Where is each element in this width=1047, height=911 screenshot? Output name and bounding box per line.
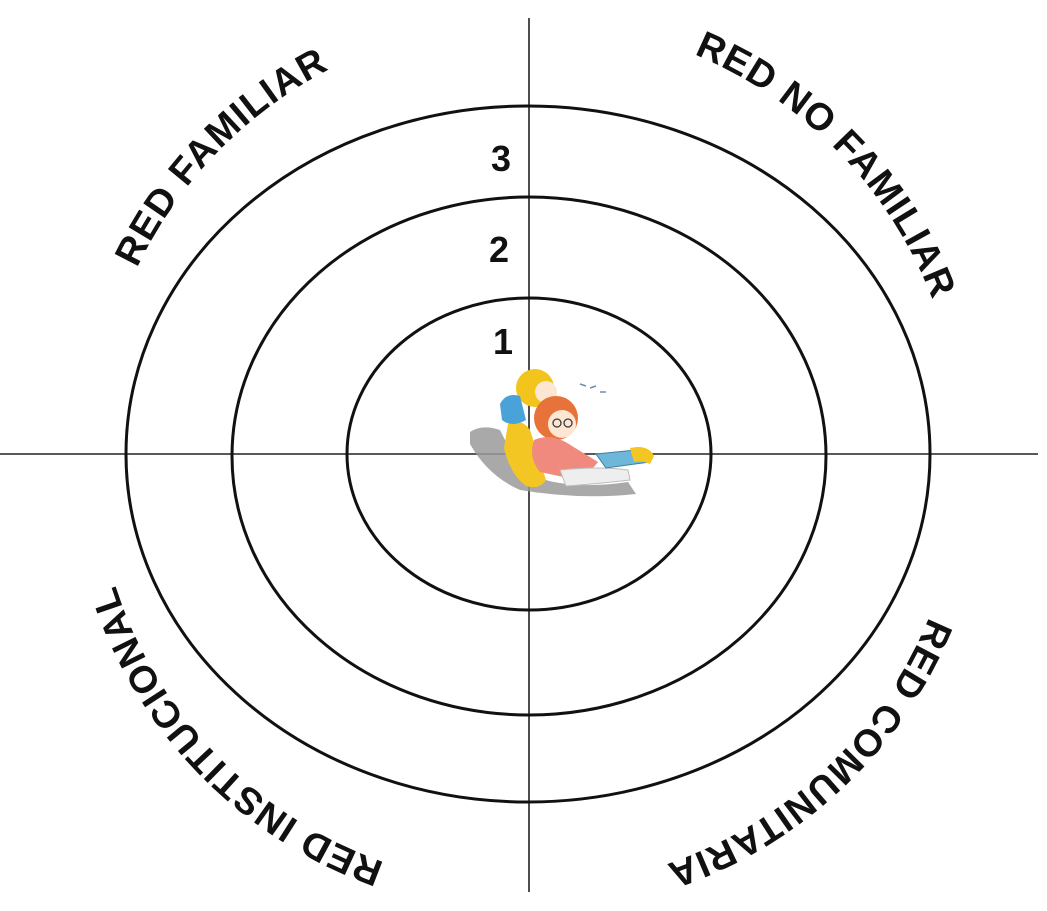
label-bottom-left: RED INSTITUCIONAL <box>84 581 388 893</box>
label-bottom-right-text: RED COMUNITARIA <box>662 613 959 895</box>
person-reading-with-child-icon <box>470 369 654 496</box>
label-top-right: RED NO FAMILIAR <box>690 24 963 304</box>
label-top-left-text: RED FAMILIAR <box>107 40 334 272</box>
label-bottom-right: RED COMUNITARIA <box>662 613 959 895</box>
label-top-right-text: RED NO FAMILIAR <box>690 24 963 304</box>
ring-number-middle: 2 <box>489 229 509 270</box>
label-top-left: RED FAMILIAR <box>107 40 334 272</box>
motion-marks <box>580 384 606 392</box>
label-bottom-left-text: RED INSTITUCIONAL <box>84 581 388 893</box>
ring-number-outer: 3 <box>491 138 511 179</box>
ring-number-inner: 1 <box>493 321 513 362</box>
